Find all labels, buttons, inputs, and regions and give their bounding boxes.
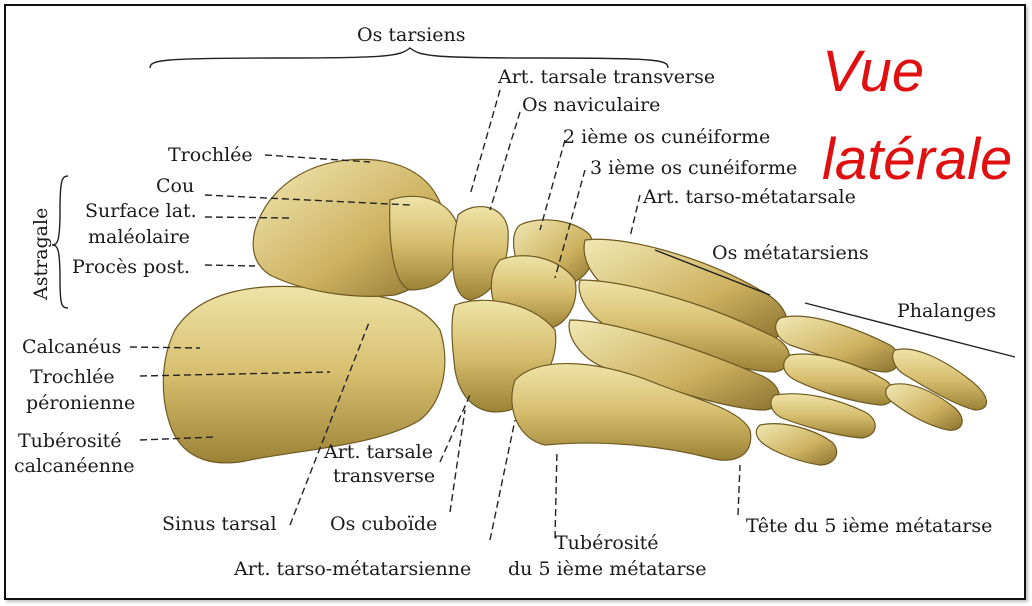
label-tuberosite-calc-1: Tubérosité [18,430,122,452]
label-trochlee: Trochlée [168,144,253,166]
label-cuneiforme-3: 3 ième os cunéiforme [590,157,797,179]
label-calcaneus: Calcanéus [22,336,121,358]
label-proces-post: Procès post. [72,256,190,278]
label-trochlee-peronienne-1: Trochlée [30,366,115,388]
label-art-tarsale-transverse-top: Art. tarsale transverse [498,66,715,88]
label-os-naviculaire: Os naviculaire [522,94,660,116]
label-art-tarso-metatarsienne: Art. tarso-métatarsienne [234,558,471,580]
talus-head-bone [390,196,460,290]
label-tuberosite-5-2: du 5 ième métatarse [508,558,706,580]
label-cou: Cou [156,175,194,197]
group-os-tarsiens: Os tarsiens [357,24,465,46]
label-cuneiforme-2: 2 ième os cunéiforme [563,126,770,148]
label-maleolaire: maléolaire [88,226,190,248]
calcaneus-bone [163,286,444,463]
label-os-cuboide: Os cuboïde [330,513,437,535]
label-tuberosite-calc-2: calcanéenne [14,455,134,477]
group-astragale: Astragale [30,208,52,300]
group-phalanges: Phalanges [897,300,996,322]
label-art-tarsale-bottom-2: transverse [333,465,435,487]
label-tete-5-metatarse: Tête du 5 ième métatarse [746,515,992,537]
label-sinus-tarsal: Sinus tarsal [162,513,277,535]
title-line2: latérale [822,130,1012,190]
label-surface-lat: Surface lat. [85,200,197,222]
label-trochlee-peronienne-2: péronienne [26,392,135,414]
group-os-metatarsiens: Os métatarsiens [712,242,869,264]
label-art-tarsale-bottom-1: Art. tarsale [324,441,433,463]
label-tuberosite-5-1: Tubérosité [555,532,659,554]
title-line1: Vue [822,42,924,102]
label-art-tarso-metatarsale: Art. tarso-métatarsale [643,186,856,208]
